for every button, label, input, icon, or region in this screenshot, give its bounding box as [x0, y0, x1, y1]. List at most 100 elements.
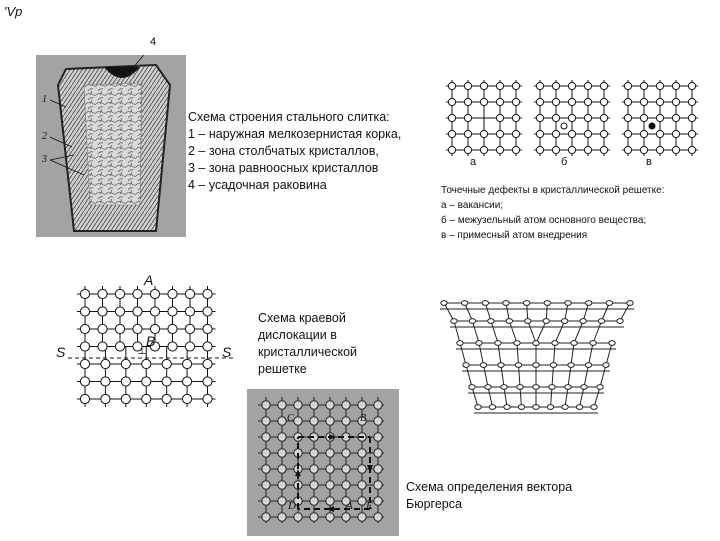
lattice-atom: [511, 145, 521, 155]
lattice-atom: [564, 384, 572, 390]
lattice-atom: [141, 393, 152, 405]
lattice-line: [619, 302, 631, 322]
ingot-label-2: 2: [42, 131, 47, 142]
point-defects-caption-line: Точечные дефекты в кристаллической решет…: [441, 185, 665, 196]
edge-caption-line: Схема краевой: [258, 311, 346, 325]
lattice-atom: [202, 376, 213, 387]
burgers-label-B: B: [360, 413, 367, 424]
lattice-line: [465, 364, 473, 388]
edge-caption-line: решетке: [258, 362, 307, 376]
lattice-atom: [671, 81, 681, 91]
circuit-arrow-icon: [367, 465, 373, 472]
lattice-atom: [261, 480, 271, 490]
lattice-line: [592, 320, 603, 344]
lattice-line: [582, 302, 590, 322]
lattice-line: [518, 364, 521, 388]
defect-label-b: б: [561, 156, 568, 168]
lattice-atom: [481, 300, 490, 306]
lattice-atom: [184, 306, 196, 317]
lattice-atom: [373, 480, 383, 490]
lattice-atom: [309, 416, 319, 426]
lattice-atom: [655, 81, 665, 91]
lattice-atom: [309, 464, 319, 474]
lattice-atom: [149, 323, 161, 335]
lattice-atom: [79, 306, 91, 317]
lattice-atom: [655, 97, 665, 107]
lattice-atom: [341, 496, 351, 506]
lattice-atom: [468, 384, 476, 390]
lattice-atom: [293, 512, 303, 522]
lattice-atom: [548, 384, 556, 390]
lattice-line: [588, 342, 594, 366]
lattice-atom: [687, 81, 697, 91]
lattice-atom: [79, 393, 91, 405]
lattice-atom: [261, 432, 271, 442]
lattice-atom: [543, 300, 552, 306]
lattice-atom: [542, 318, 550, 324]
lattice-atom: [479, 145, 489, 155]
lattice-atom: [590, 404, 598, 410]
ingot-caption: Схема строения стального слитка: 1 – нар…: [188, 109, 413, 194]
lattice-atom: [167, 341, 178, 352]
lattice-atom: [132, 306, 143, 317]
lattice-atom: [309, 480, 319, 490]
lattice-atom: [447, 113, 457, 123]
lattice-line: [471, 320, 480, 344]
lattice-atom: [202, 288, 213, 300]
lattice-atom: [583, 81, 593, 91]
lattice-atom: [261, 496, 271, 506]
lattice-atom: [626, 300, 634, 306]
lattice-atom: [373, 416, 383, 426]
dislocation-3d-lattice: [440, 300, 634, 414]
lattice-atom: [100, 358, 111, 370]
lattice-atom: [202, 341, 213, 352]
lattice-line: [579, 386, 585, 408]
lattice-atom: [161, 358, 172, 370]
lattice-atom: [671, 129, 681, 139]
lattice-atom: [141, 358, 152, 370]
dislocation-label-B: B: [146, 333, 156, 349]
lattice-atom: [551, 340, 559, 346]
lattice-atom: [671, 113, 681, 123]
lattice-atom: [341, 512, 351, 522]
ingot-caption-line: Схема строения стального слитка:: [188, 110, 390, 124]
lattice-atom: [575, 404, 584, 410]
lattice-atom: [599, 145, 609, 155]
lattice-atom: [560, 318, 569, 324]
lattice-atom: [468, 318, 477, 324]
lattice-atom: [181, 376, 193, 387]
lattice-atom: [261, 448, 271, 458]
defect-label-c: в: [646, 156, 652, 168]
lattice-atom: [261, 400, 271, 410]
lattice-atom: [277, 416, 287, 426]
dislocation-label-S-right: S: [222, 344, 232, 360]
lattice-atom: [202, 358, 213, 370]
lattice-atom: [447, 129, 457, 139]
lattice-atom: [671, 97, 681, 107]
lattice-atom: [524, 318, 532, 324]
lattice-atom: [579, 318, 587, 324]
lattice-line: [550, 386, 553, 408]
lattice-atom: [277, 496, 287, 506]
lattice-line: [553, 342, 556, 366]
lattice-atom: [440, 300, 448, 306]
lattice-atom: [495, 129, 505, 139]
lattice-line: [484, 302, 492, 322]
lattice-atom: [502, 300, 510, 306]
lattice-line: [443, 302, 455, 322]
lattice-atom: [513, 340, 521, 346]
lattice-atom: [114, 288, 126, 300]
lattice-atom: [167, 323, 178, 335]
lattice-atom: [184, 288, 196, 300]
lattice-atom: [463, 81, 473, 91]
lattice-atom: [497, 362, 505, 368]
circuit-arrow-icon: [329, 434, 337, 440]
lattice-atom: [462, 362, 470, 368]
lattice-atom: [325, 416, 335, 426]
lattice-atom: [325, 400, 335, 410]
lattice-atom: [655, 129, 665, 139]
lattice-atom: [325, 448, 335, 458]
lattice-atom: [357, 416, 367, 426]
lattice-atom: [341, 480, 351, 490]
